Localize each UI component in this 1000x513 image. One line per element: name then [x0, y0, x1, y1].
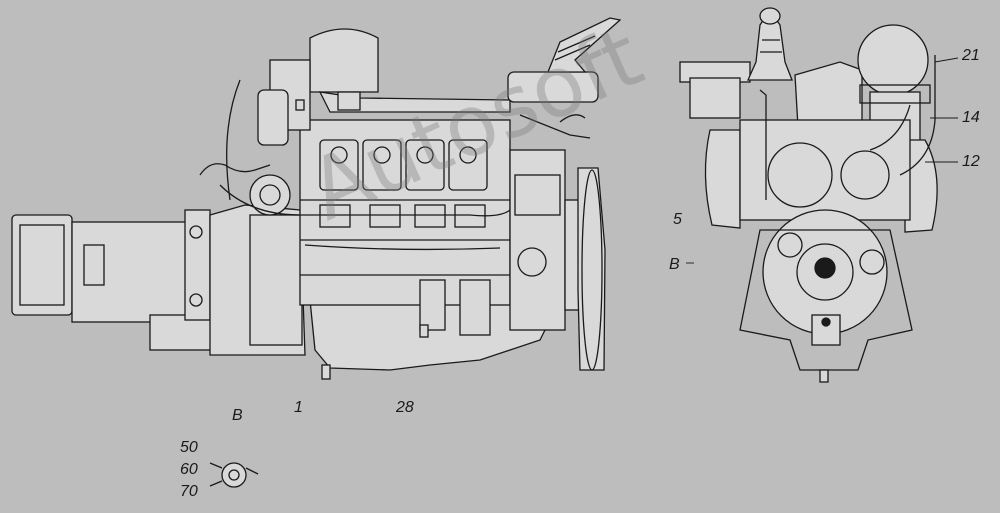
- callout-21: 21: [962, 47, 980, 64]
- studs: [295, 99, 829, 383]
- callout-5: 5: [673, 211, 682, 228]
- engine-front-view: [679, 7, 938, 371]
- intake-manifold: [257, 28, 511, 146]
- front-cover: [509, 149, 606, 371]
- callout-70: 70: [180, 483, 198, 500]
- piping-front: [759, 55, 936, 200]
- engine-block: [299, 119, 511, 336]
- piping-side: [199, 79, 591, 251]
- callout-1: 1: [294, 399, 303, 416]
- gear-shift-tower: [507, 17, 622, 103]
- callout-60: 60: [180, 461, 198, 478]
- callout-b-right: B: [669, 256, 680, 273]
- callout-50: 50: [180, 439, 198, 456]
- bell-housing: [209, 174, 306, 356]
- gearbox-housing: [11, 209, 216, 351]
- callout-12: 12: [962, 153, 980, 170]
- callout-b-left: B: [232, 407, 243, 424]
- detail-fitting: [209, 462, 259, 488]
- callout-14: 14: [962, 109, 980, 126]
- callout-28: 28: [396, 399, 414, 416]
- leader-lines: [686, 57, 959, 264]
